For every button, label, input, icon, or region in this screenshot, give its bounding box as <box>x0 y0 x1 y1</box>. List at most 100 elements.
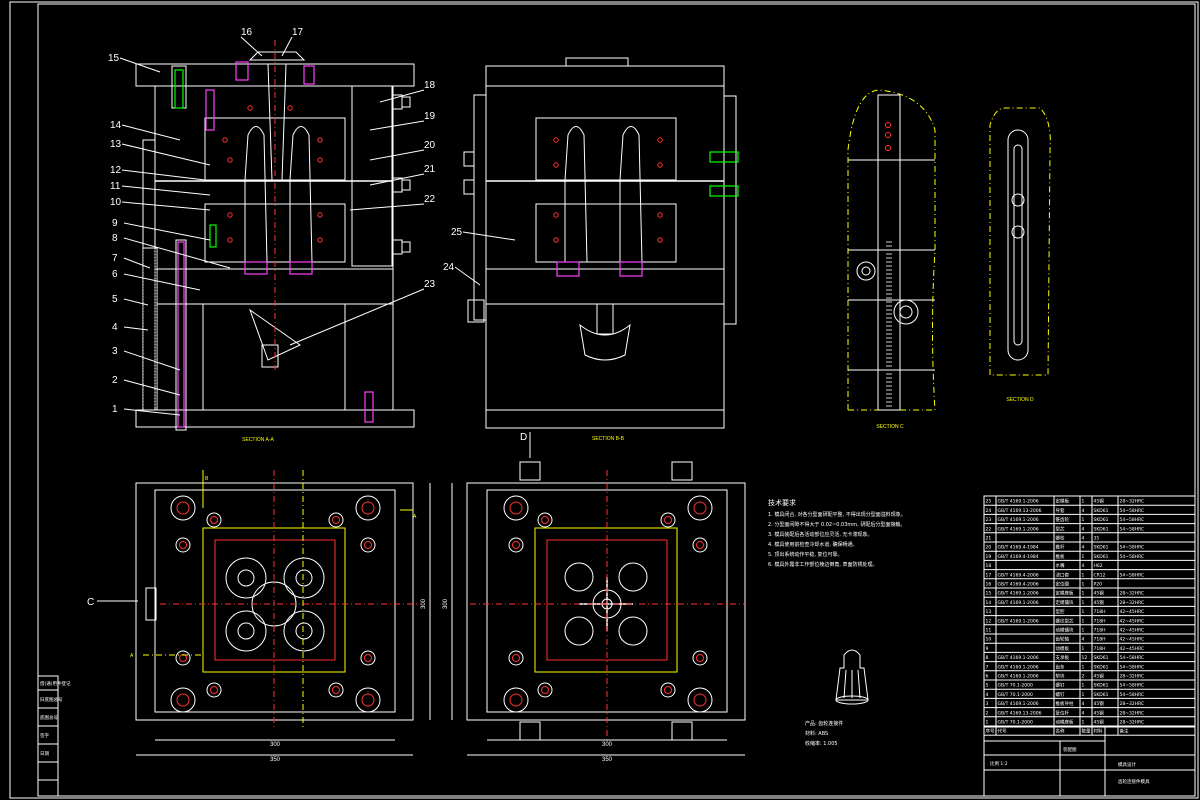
bom-cell-mat: SKD61 <box>1094 526 1109 532</box>
balloon-17: 17 <box>292 27 304 38</box>
title-name: 齿轮连接件模具 <box>1118 778 1150 785</box>
bom-cell-no: 18 <box>986 563 992 569</box>
bom-header-note: 备注 <box>1120 728 1129 735</box>
balloon-1: 1 <box>112 404 118 415</box>
product-view: 产品: 齿轮连接件 材料: ABS 收缩率: 1.005 <box>805 649 869 747</box>
dim-plan1-inner: 300 <box>270 742 281 748</box>
balloon-10: 10 <box>110 197 122 208</box>
balloon-9: 9 <box>112 218 118 229</box>
bom-cell-std: GB/T 4169.1-2006 <box>998 600 1039 606</box>
balloon-5: 5 <box>112 294 118 305</box>
bom-cell-mat: 718H <box>1094 609 1106 615</box>
bom-cell-qty: 12 <box>1082 655 1088 661</box>
side-strip-0: 借(通)用件登记 <box>40 680 71 687</box>
dim-plan2-inner: 300 <box>602 742 613 748</box>
bom-cell-std: GB/T 70.1-2000 <box>998 683 1034 689</box>
bom-cell-name: 动模座板 <box>1056 719 1074 726</box>
section-c-label: SECTION C <box>876 424 904 430</box>
bom-cell-qty: 4 <box>1082 536 1085 542</box>
bom-cell-mat: 45钢 <box>1094 590 1105 597</box>
bom-cell-name: 推板导柱 <box>1056 700 1074 707</box>
bom-cell-name: 齿轮轴 <box>1056 636 1070 643</box>
bom-cell-mat: CR12 <box>1094 572 1106 578</box>
bom-cell-qty: 1 <box>1082 591 1085 597</box>
section-aa-label: SECTION A-A <box>242 437 274 443</box>
bom-cell-std: GB/T 4169.4-1984 <box>998 545 1039 551</box>
bom-cell-std: GB/T 4169.1-2006 <box>998 618 1039 624</box>
bom-cell-name: 导套 <box>1056 507 1065 514</box>
section-aa-view: SECTION A-A <box>135 40 415 443</box>
bom-cell-qty: 4 <box>1082 545 1085 551</box>
bom-cell-name: 推杆 <box>1056 544 1065 551</box>
bom-cell-mat: 718H <box>1094 628 1106 634</box>
bom-cell-name: 螺钉 <box>1056 682 1065 689</box>
bom-cell-note: 28~32HRC <box>1120 710 1145 716</box>
balloon-3: 3 <box>112 346 118 357</box>
bom-header-name: 名称 <box>1056 728 1065 735</box>
bom-cell-note: 54~58HRC <box>1120 683 1145 689</box>
bom-cell-note: 28~32HRC <box>1120 499 1145 505</box>
bom-cell-no: 24 <box>986 508 992 514</box>
bom-cell-name: 支承板 <box>1056 654 1070 661</box>
marker-a-1: A <box>413 514 417 520</box>
dim-plan1-outer: 350 <box>270 757 281 763</box>
balloon-14: 14 <box>110 120 122 131</box>
bom-cell-std: GB/T 4169.4-1984 <box>998 554 1039 560</box>
bom-cell-qty: 1 <box>1082 692 1085 698</box>
bom-cell-note: 54~58HRC <box>1120 545 1145 551</box>
bom-cell-mat: 45钢 <box>1094 719 1105 726</box>
balloon-23: 23 <box>424 279 436 290</box>
bom-cell-std: GB/T 4169.1-2006 <box>998 591 1039 597</box>
bom-cell-qty: 1 <box>1082 572 1085 578</box>
bom-cell-no: 25 <box>986 499 992 505</box>
bom-cell-mat: 45钢 <box>1094 673 1105 680</box>
bom-cell-qty: 4 <box>1082 563 1085 569</box>
balloon-12: 12 <box>110 165 122 176</box>
bom-cell-note: 42~45HRC <box>1120 618 1145 624</box>
bom-cell-no: 13 <box>986 609 992 615</box>
marker-d: D <box>520 432 527 443</box>
bom-header-no: 序号 <box>986 728 995 735</box>
plan-view-2: 300 350 300 D <box>443 432 746 763</box>
bom-cell-name: 定模座板 <box>1056 590 1074 597</box>
marker-c: C <box>87 597 94 608</box>
bom-cell-qty: 1 <box>1082 554 1085 560</box>
dim-plan1-height: 300 <box>421 598 427 609</box>
balloon-8: 8 <box>112 233 118 244</box>
bom-cell-no: 22 <box>986 526 992 532</box>
product-name: 产品: 齿轮连接件 <box>805 720 843 727</box>
section-d-label: SECTION D <box>1006 397 1034 403</box>
balloons-bb: 25 24 <box>443 227 516 286</box>
bom-cell-note: 54~58HRC <box>1120 517 1145 523</box>
bom-cell-name: 螺钉 <box>1056 691 1065 698</box>
bom-cell-std: GB/T 4169.1-2006 <box>998 655 1039 661</box>
bom-cell-mat: 718H <box>1094 618 1106 624</box>
dim-plan2-outer: 350 <box>602 757 613 763</box>
bom-cell-mat: SKD61 <box>1094 655 1109 661</box>
bom-cell-mat: SKD61 <box>1094 545 1109 551</box>
bom-cell-no: 21 <box>986 536 992 542</box>
bom-cell-std: GB/T 4169.4-2006 <box>998 582 1039 588</box>
bom-cell-std: GB/T 4169.1-2006 <box>998 701 1039 707</box>
balloon-7: 7 <box>112 253 118 264</box>
bom-cell-name: 水嘴 <box>1056 562 1065 569</box>
section-bb-view: SECTION B-B <box>463 57 739 442</box>
bom-cell-no: 10 <box>986 637 992 643</box>
bom-cell-no: 2 <box>986 710 989 716</box>
inner-frame <box>37 3 1196 797</box>
balloon-25: 25 <box>451 227 463 238</box>
bom-cell-mat: 718H <box>1094 637 1106 643</box>
bom-cell-no: 23 <box>986 517 992 523</box>
product-material: 材料: ABS <box>805 730 828 737</box>
bom-cell-note: 28~32HRC <box>1120 701 1145 707</box>
bom-cell-note: 42~45HRC <box>1120 609 1145 615</box>
bom-cell-qty: 4 <box>1082 637 1085 643</box>
bom-cell-no: 3 <box>986 701 989 707</box>
bom-cell-qty: 1 <box>1082 683 1085 689</box>
bom-cell-no: 9 <box>986 646 989 652</box>
bom-cell-qty: 1 <box>1082 499 1085 505</box>
bom-cell-no: 19 <box>986 554 992 560</box>
bom-cell-no: 15 <box>986 591 992 597</box>
